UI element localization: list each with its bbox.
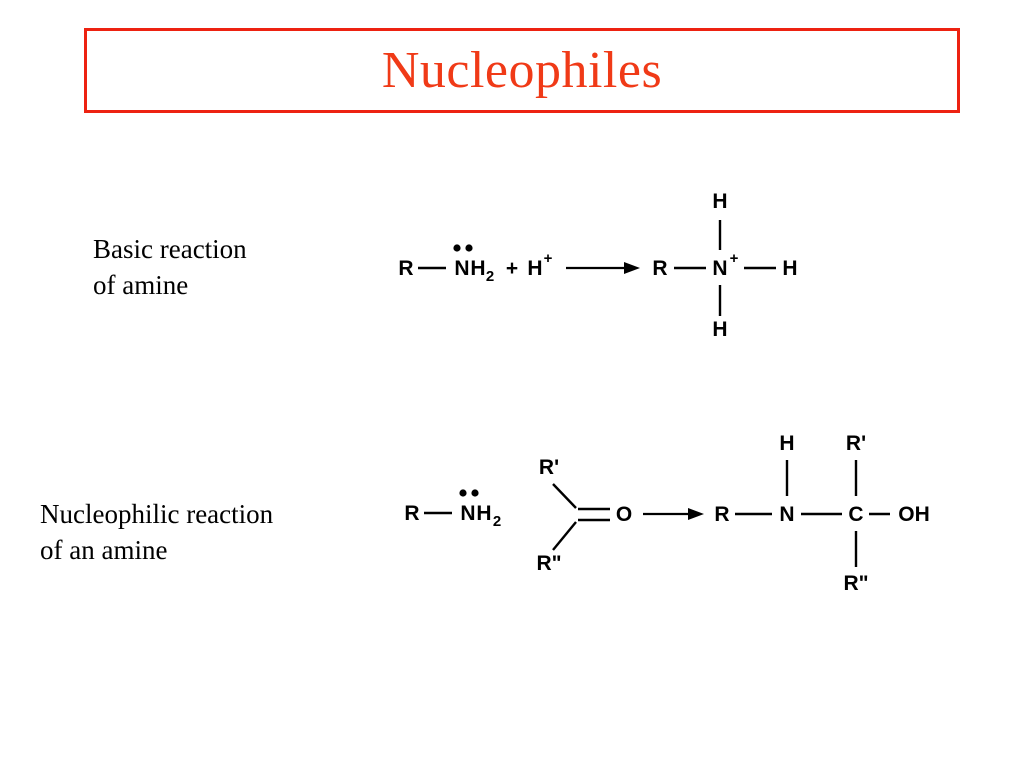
atom-label-H-right: H [782,257,797,280]
charge-plus-proton: + [544,250,553,267]
atom-label-R: R [404,502,419,525]
reaction-diagram-carbonyl-addition: R N H 2 R' R" O [404,432,929,595]
reactant-amine: R N H 2 [398,244,494,285]
atom-label-N: N [454,257,469,280]
atom-label-H-bottom: H [712,318,727,341]
product-hemiaminal: R N H C R' R" OH [714,432,929,595]
plus-sign: + [506,257,518,280]
bond-Rdoubleprime-to-C [552,521,577,551]
atom-label-R-prime: R' [539,456,559,479]
reactant-proton: + H + [506,250,553,280]
reaction-diagram-protonation: R N H 2 + H + R N + [398,190,797,341]
atom-label-R-double-prime: R" [536,552,561,575]
atom-label-R-prime-product: R' [846,432,866,455]
lone-pair-dots [453,244,473,252]
atom-label-H-top: H [712,190,727,213]
reactant-amine-2: R N H 2 [404,489,501,530]
reaction-scheme-nucleophilic: R N H 2 R' R" O [398,412,958,602]
reaction-arrow [566,262,640,274]
atom-label-R-double-prime-product: R" [843,572,868,595]
atom-label-N-product: N [779,503,794,526]
product-ammonium: R N + H H H [652,190,797,341]
atom-label-R: R [398,257,413,280]
atom-label-H-proton: H [527,257,542,280]
lone-pair-dots [459,489,479,497]
atom-label-R-product: R [714,503,729,526]
atom-label-H: H [476,502,491,525]
bond-Rprime-to-C [552,483,577,509]
row-label-basic-reaction: Basic reaction of amine [93,234,247,300]
atom-subscript-2: 2 [493,513,501,530]
reactant-ketone: R' R" O [536,456,632,575]
atom-label-N-plus: N [712,257,727,280]
atom-label-C: C [848,503,863,526]
reaction-arrow-2 [643,508,704,520]
atom-label-H: H [470,257,485,280]
atom-label-OH: OH [898,503,930,526]
atom-label-H-on-N: H [779,432,794,455]
atom-label-N: N [460,502,475,525]
title-box: Nucleophiles [84,28,960,113]
reaction-scheme-basic: R N H 2 + H + R N + [392,178,832,350]
row-label-nucleophilic-reaction: Nucleophilic reaction of an amine [40,499,274,565]
atom-label-R-product: R [652,257,667,280]
atom-label-O: O [616,503,632,526]
atom-subscript-2: 2 [486,268,494,285]
charge-plus-nitrogen: + [730,250,739,267]
page-title: Nucleophiles [381,41,663,99]
